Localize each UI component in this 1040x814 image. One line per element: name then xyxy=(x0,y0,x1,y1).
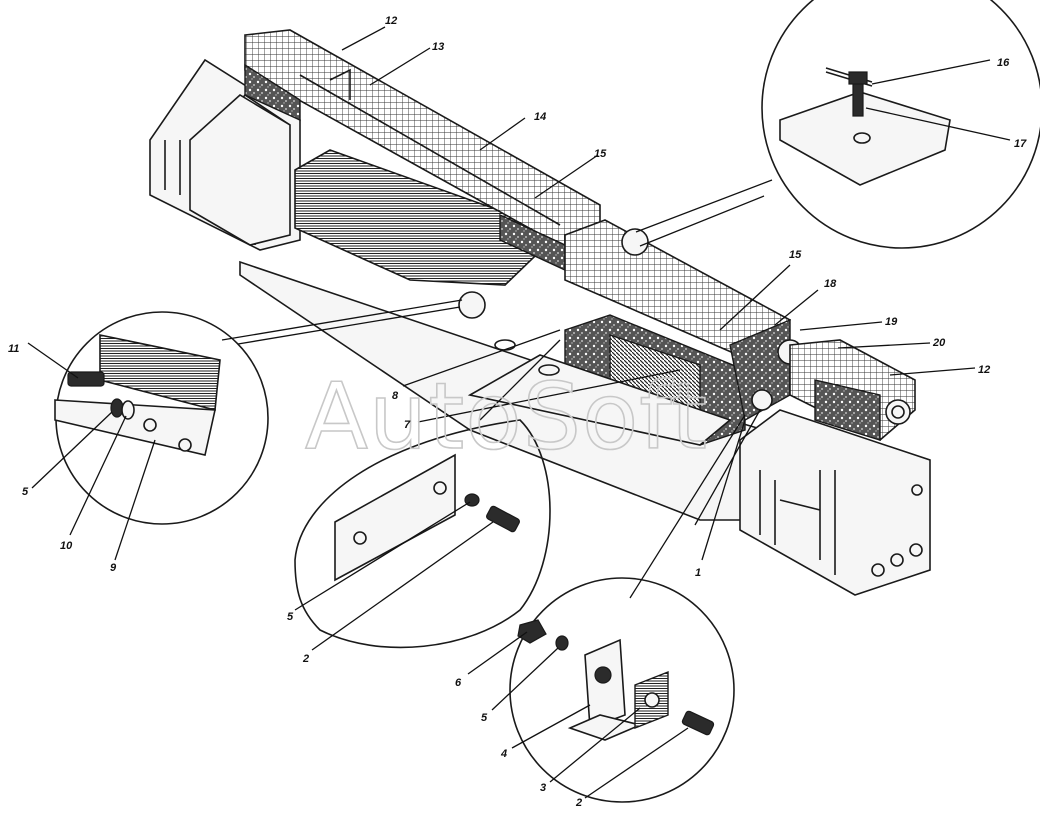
callout-7: 7 xyxy=(404,419,411,431)
detail-marker-top xyxy=(621,228,649,256)
callout-labels: 12 13 14 15 16 17 15 18 19 20 12 11 8 7 … xyxy=(8,15,1027,809)
detail-bottom-center xyxy=(294,339,561,649)
callout-11: 11 xyxy=(8,343,19,355)
detail-marker-left xyxy=(458,291,486,319)
screw-17 xyxy=(852,81,864,117)
middle-plate xyxy=(467,354,732,446)
bolt-2-detail xyxy=(486,505,520,533)
callout-15b: 15 xyxy=(789,249,802,261)
left-grille xyxy=(294,149,562,286)
detail-circle-bottom-right xyxy=(509,577,735,803)
callout-9: 9 xyxy=(110,562,117,574)
callout-3: 3 xyxy=(540,782,546,794)
callout-6: 6 xyxy=(455,677,462,689)
detail-left xyxy=(54,299,463,525)
end-fitting xyxy=(885,399,911,425)
detail-outline-bottom-center xyxy=(294,419,551,649)
callout-16: 16 xyxy=(997,57,1010,69)
angle-bracket-4 xyxy=(584,638,626,730)
lower-bolt-detail xyxy=(751,389,773,411)
detail-top-right xyxy=(635,0,1040,249)
washer-5 xyxy=(110,398,124,418)
callout-2b: 2 xyxy=(575,797,582,809)
callout-12a: 12 xyxy=(385,15,397,27)
callout-1: 1 xyxy=(695,567,701,579)
callout-18: 18 xyxy=(824,278,837,290)
left-bracket-inner xyxy=(189,94,291,246)
detail-bottom-right xyxy=(509,409,761,803)
washer-5-small xyxy=(555,635,569,651)
watermark-text: AutoSoft xyxy=(305,363,708,470)
callout-5b: 5 xyxy=(287,611,294,623)
callout-20: 20 xyxy=(932,337,946,349)
bolt-2-small xyxy=(681,710,715,736)
bracket-detail xyxy=(54,399,216,456)
callout-10: 10 xyxy=(60,540,73,552)
callout-15a: 15 xyxy=(594,148,607,160)
screw-head-16 xyxy=(848,71,868,85)
callout-5c: 5 xyxy=(481,712,488,724)
callout-4: 4 xyxy=(500,748,507,760)
leader-lines xyxy=(27,26,1011,799)
nut-6 xyxy=(517,619,547,644)
right-end-block xyxy=(814,379,881,441)
callout-5a: 5 xyxy=(22,486,29,498)
washer-10 xyxy=(121,400,135,420)
callout-8: 8 xyxy=(392,390,399,402)
detail-circle-top-right xyxy=(761,0,1040,249)
bolt-11 xyxy=(67,371,105,387)
bar-plate-detail xyxy=(334,453,456,582)
callout-12b: 12 xyxy=(978,364,990,376)
callout-2a: 2 xyxy=(302,653,309,665)
callout-13: 13 xyxy=(432,41,444,53)
callout-14: 14 xyxy=(534,111,546,123)
left-radiator-end xyxy=(244,63,301,122)
base-plate-detail xyxy=(779,91,951,186)
callout-19: 19 xyxy=(885,316,898,328)
callout-17: 17 xyxy=(1014,138,1027,150)
